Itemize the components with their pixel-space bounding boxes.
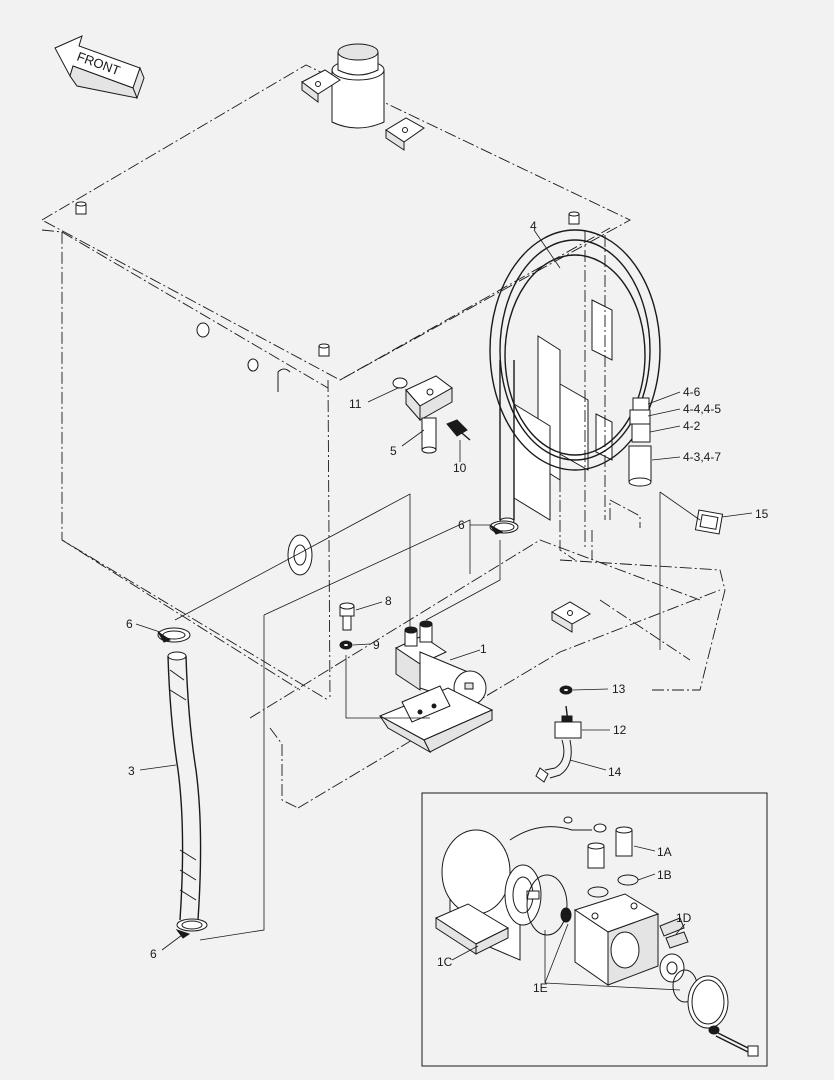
detail-frame [421,792,768,1067]
detail-cover-plate [672,969,729,1029]
tank-bolt [318,343,330,357]
hose-assembly [489,229,661,525]
bolt-8 [339,602,355,631]
front-arrow-icon: FRONT [54,35,145,100]
switch-bracket [551,601,591,633]
callout-1D: 1D [676,911,692,925]
callout-4: 4 [530,219,537,233]
callout-4-4-4-5: 4-4,4-5 [683,402,721,416]
leader-lines [135,229,753,991]
tank-bolt [75,201,87,215]
callout-1C: 1C [437,955,453,969]
detail-o-ring [526,874,572,936]
callout-13: 13 [612,682,626,696]
toggle-switch [554,705,582,739]
callout-4-2: 4-2 [683,419,701,433]
tank-bolt [568,211,580,225]
elbow-fitting [392,375,453,454]
callout-10: 10 [453,461,467,475]
tank-port [287,534,313,576]
hose-fitting [628,397,652,487]
callout-5: 5 [390,444,397,458]
callout-12: 12 [613,723,627,737]
callout-15: 15 [755,507,769,521]
hose-clamp [175,918,208,939]
detail-o-ring-1B [587,874,639,898]
callout-6-lower: 6 [150,947,157,961]
callout-4-3-4-7: 4-3,4-7 [683,450,721,464]
frame-member [249,499,726,809]
bolt-10 [446,419,471,441]
suction-hose [167,651,202,921]
callout-6-mid: 6 [126,617,133,631]
callout-1B: 1B [657,868,672,882]
callout-3: 3 [128,764,135,778]
callout-4-6: 4-6 [683,385,701,399]
washer-9 [339,640,353,650]
tank-bracket [385,117,425,151]
detail-fitting-1A [587,826,633,869]
detail-rotor-kit [659,917,689,983]
pump-bracket [378,685,494,754]
hydraulic-tank [41,43,631,701]
detail-bolt [708,1025,759,1057]
callout-9: 9 [373,638,380,652]
callout-11: 11 [349,397,362,411]
callout-1: 1 [480,642,487,656]
detail-motor [434,816,607,961]
callout-6-upper: 6 [458,518,465,532]
warning-tag [694,509,724,535]
tank-side-fitting [196,322,291,392]
callout-14: 14 [608,765,622,779]
filler-cap [331,43,385,129]
nut-13 [559,685,573,695]
detail-pump-housing [573,893,660,986]
tank-bracket [301,69,341,103]
callout-labels: 4 4-6 4-4,4-5 4-2 4-3,4-7 11 5 10 6 15 6… [126,219,769,995]
hose-clamp [489,520,519,535]
callout-8: 8 [385,594,392,608]
wire-harness [535,739,572,783]
hose-clamp [157,627,191,643]
callout-1E: 1E [533,981,548,995]
callout-1A: 1A [657,845,672,859]
routing-lines [174,491,701,941]
